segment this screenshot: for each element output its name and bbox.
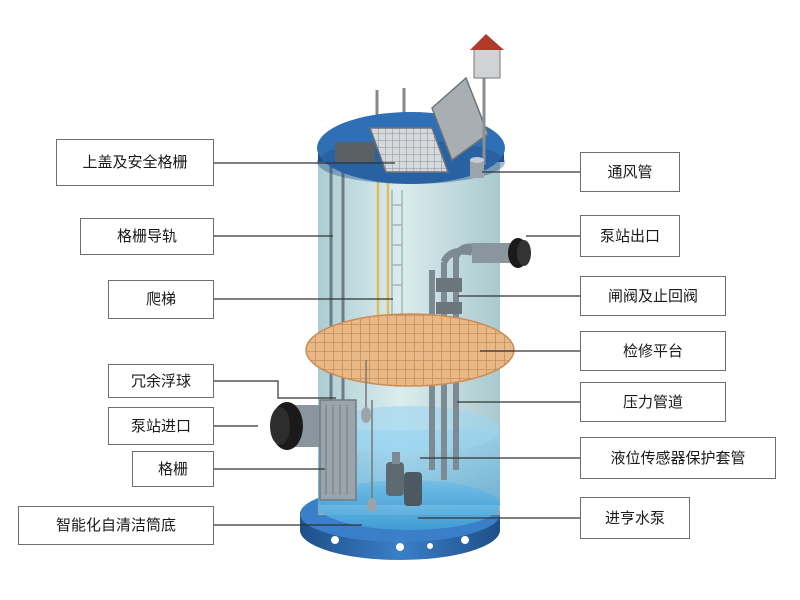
label-lid-grating: 上盖及安全格栅 [56, 139, 214, 186]
leader-lines-left [214, 162, 395, 526]
label-grating-rail: 格栅导轨 [80, 218, 214, 255]
label-grating: 格栅 [132, 451, 214, 487]
label-pump: 进亨水泵 [580, 497, 690, 539]
label-outlet: 泵站出口 [580, 215, 680, 257]
label-sensor-sleeve: 液位传感器保护套管 [580, 437, 776, 479]
float-ball-shape [361, 360, 377, 512]
label-self-clean-bottom: 智能化自清洁筒底 [18, 506, 214, 545]
lid-shape [317, 34, 505, 184]
leader-lines-right [418, 171, 580, 519]
label-ladder: 爬梯 [108, 280, 214, 319]
outlet-pipe-shape [472, 238, 531, 268]
label-valves: 闸阀及止回阀 [580, 276, 726, 316]
grating-basket-shape [319, 399, 357, 501]
label-platform: 检修平台 [580, 331, 726, 371]
label-float-ball: 冗余浮球 [108, 364, 214, 398]
label-vent-pipe: 通风管 [580, 152, 680, 192]
platform-shape [305, 313, 515, 387]
pump-shape [386, 452, 422, 506]
inlet-shape [270, 402, 332, 450]
label-pressure-pipe: 压力管道 [580, 382, 726, 422]
label-inlet: 泵站进口 [108, 407, 214, 445]
